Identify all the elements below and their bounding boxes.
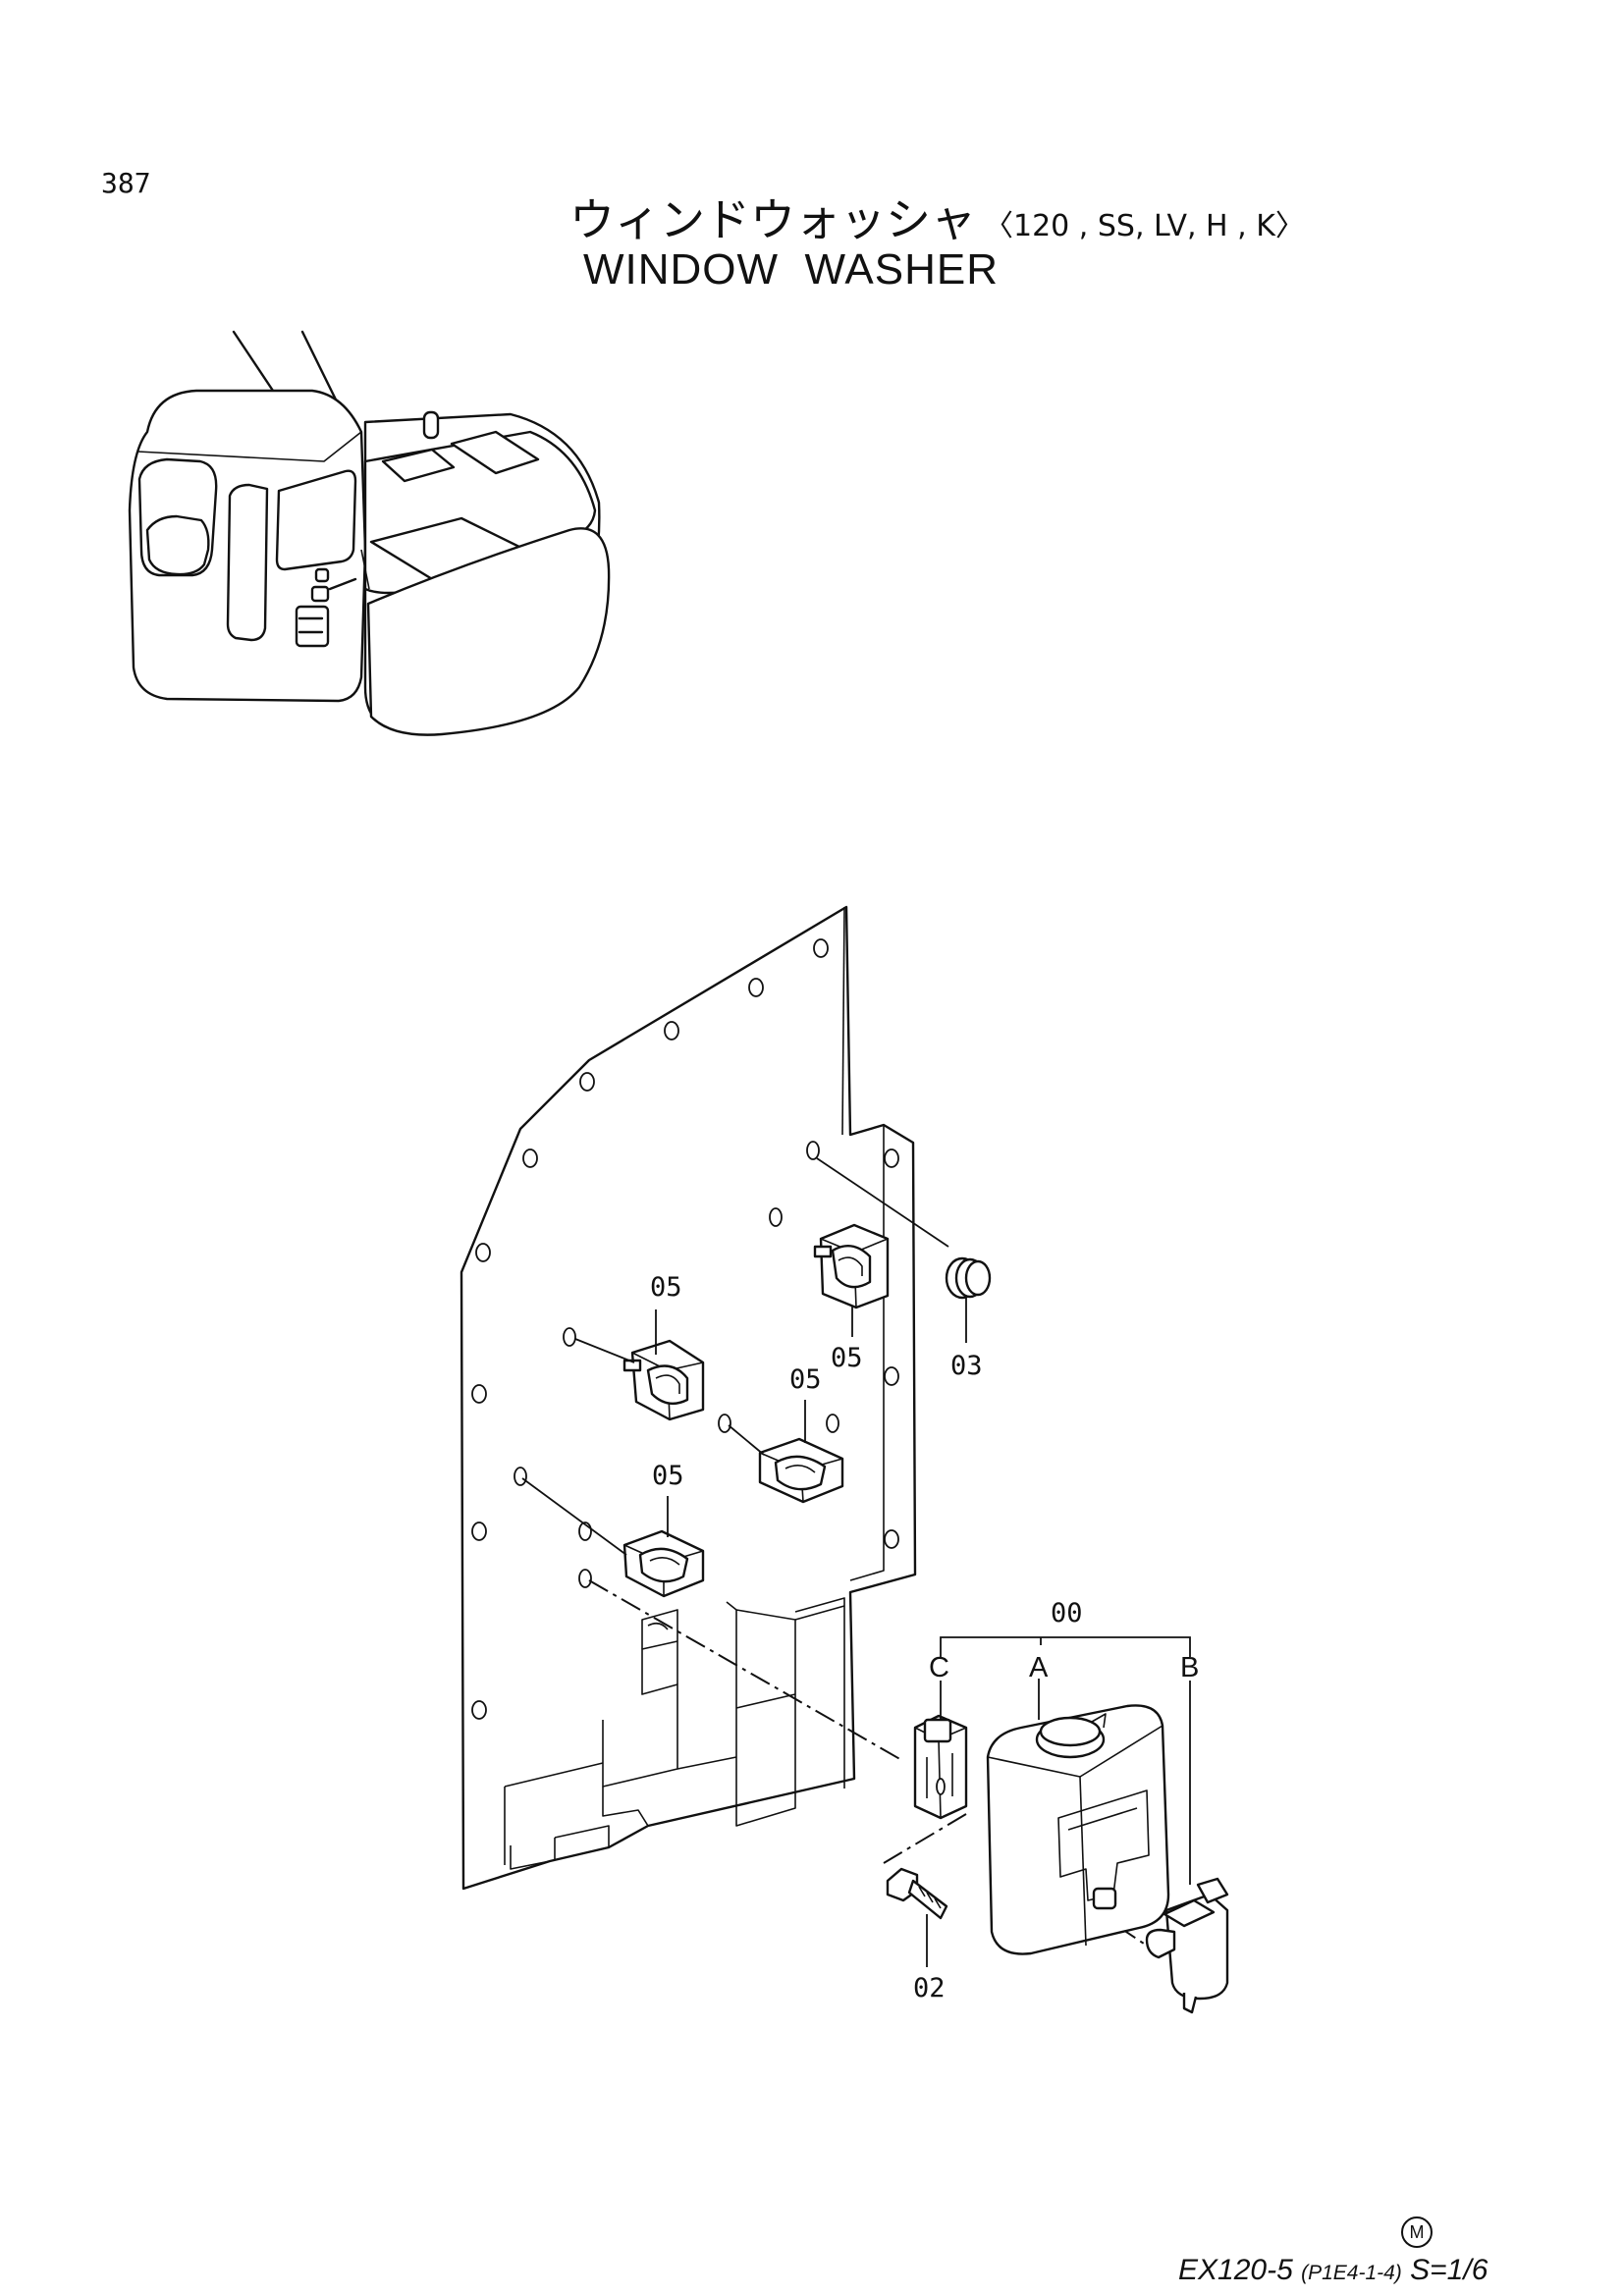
washer-pump (1145, 1877, 1229, 2014)
grommet (945, 1256, 992, 1343)
mounting-plate (460, 905, 917, 1891)
excavator-overview (128, 330, 611, 736)
callout-00: 00 (1051, 1598, 1083, 1629)
label-b: B (1180, 1652, 1199, 1683)
footer-model: EX120-5 (1178, 2254, 1293, 2286)
m-mark: M (1401, 2216, 1433, 2248)
footer-scale: S=1/6 (1410, 2254, 1488, 2286)
callout-05-center: 05 (789, 1364, 822, 1395)
bolt (886, 1867, 948, 1967)
callout-03: 03 (950, 1351, 983, 1381)
title-japanese: ウィンドウォッシャ〈120 , SS, LV, H , K〉 (569, 185, 1305, 249)
callout-05-upper-left: 05 (650, 1272, 682, 1303)
assembly-line-bolt (883, 1813, 967, 1864)
clip-lower (521, 1477, 705, 1598)
title-japanese-text: ウィンドウォッシャ (569, 193, 976, 246)
title-variants: 〈120 , SS, LV, H , K〉 (984, 209, 1305, 243)
title-english: WINDOW WASHER (583, 245, 999, 294)
overview-washer-location (295, 567, 357, 648)
clip-center (728, 1424, 844, 1504)
assembly-bracket-00 (940, 1636, 1191, 1885)
assembly-line-tank (588, 1579, 904, 1762)
bracket-c (913, 1714, 968, 1820)
footer: EX120-5 (P1E4-1-4) S=1/6 (1178, 2254, 1488, 2287)
clip-upper-left (574, 1338, 705, 1421)
clip-upper-right (813, 1157, 949, 1309)
label-a: A (1029, 1652, 1049, 1683)
callout-05-upper-right: 05 (831, 1343, 863, 1373)
washer-tank (986, 1704, 1170, 1955)
callout-05-lower: 05 (652, 1461, 684, 1491)
page-number: 387 (101, 167, 151, 199)
footer-code: (P1E4-1-4) (1301, 2262, 1402, 2284)
label-c: C (929, 1652, 949, 1683)
callout-02: 02 (913, 1973, 946, 2003)
